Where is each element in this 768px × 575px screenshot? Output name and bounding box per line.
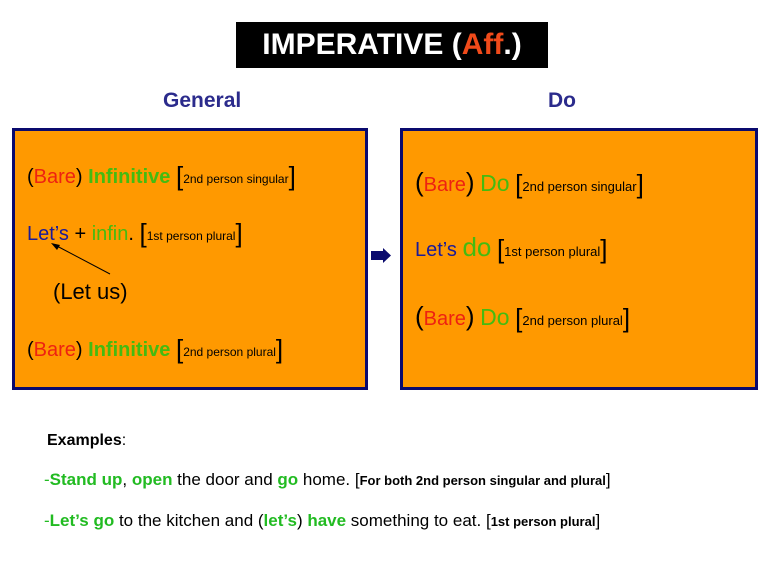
person-note: 2nd person singular [183,172,289,186]
example-1: -Stand up, open the door and go home. [F… [44,470,611,489]
do-word: Do [480,170,510,196]
bare-label: Bare [33,166,76,188]
pointer-arrow-icon [51,243,111,275]
person-note: 2nd person plural [522,313,623,328]
do-panel: (Bare) Do [2nd person singular] Let’s do… [400,128,758,390]
lets-word: Let’s [27,223,69,245]
do-line-1st-plural: Let’s do [1st person plural] [415,232,608,264]
examples-label: Examples: [47,432,127,449]
do-word: do [462,232,492,262]
bare-label: Bare [423,308,466,330]
infin-word: infin [91,223,129,245]
lets-word: Let’s [415,239,457,261]
infinitive-word: Infinitive [88,166,171,188]
example-note: 1st person plural [490,514,596,529]
person-note: 1st person plural [504,244,601,259]
infinitive-word: Infinitive [88,339,171,361]
person-note: 2nd person singular [522,179,637,194]
person-note: 1st person plural [146,229,236,243]
right-arrow-icon [371,248,391,263]
general-line-2nd-singular: (Bare) Infinitive [2nd person singular] [27,161,296,191]
let-us-note: (Let us) [53,279,128,304]
heading-do: Do [548,89,576,112]
do-word: Do [480,304,510,330]
do-line-2nd-singular: (Bare) Do [2nd person singular] [415,167,644,199]
slide-title: IMPERATIVE (Aff.) [236,22,548,68]
general-line-2nd-plural: (Bare) Infinitive [2nd person plural] [27,334,284,364]
example-note: For both 2nd person singular and plural [359,473,606,488]
general-line-1st-plural: Let’s + infin. [1st person plural] [27,218,243,248]
general-panel: (Bare) Infinitive [2nd person singular] … [12,128,368,390]
person-note: 2nd person plural [183,345,276,359]
title-aff: Aff [461,28,504,61]
example-2: -Let’s go to the kitchen and (let’s) hav… [44,511,601,530]
bare-label: Bare [423,174,466,196]
heading-general: General [163,89,242,112]
bare-label: Bare [33,339,76,361]
do-line-2nd-plural: (Bare) Do [2nd person plural] [415,301,631,333]
